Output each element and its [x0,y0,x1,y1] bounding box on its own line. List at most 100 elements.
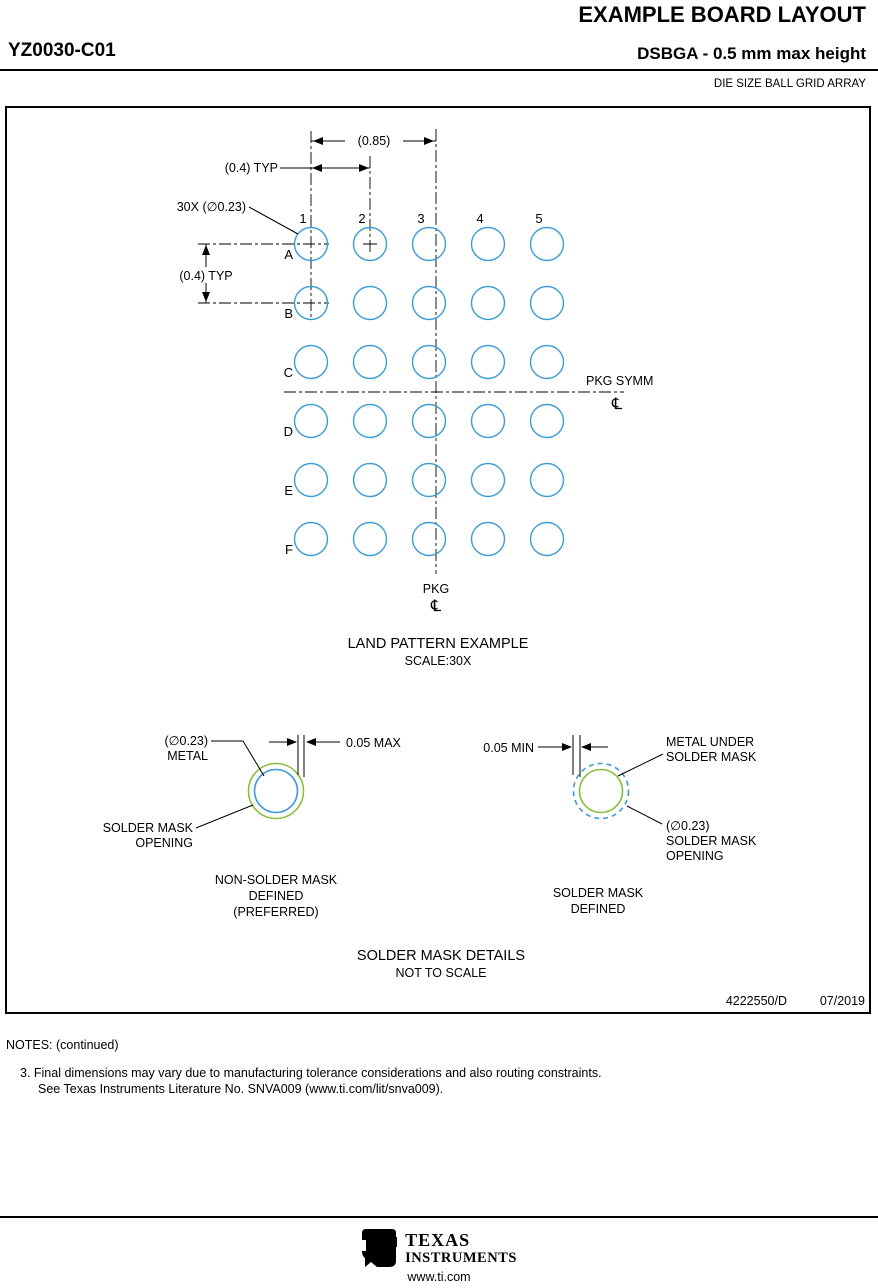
nsmd-opening-label-1: SOLDER MASK [103,821,194,835]
ball-pad-F1 [293,521,329,557]
pkg-symm-centerline-symbol: ℄ [611,396,623,413]
solder-mask-details-title: SOLDER MASK DETAILS [357,948,525,964]
land-pattern-scale: SCALE:30X [405,654,472,668]
nsmd-clearance-label: 0.05 MAX [346,736,402,750]
col-label-5: 5 [535,211,542,226]
centerlines [198,129,624,574]
ball-pad-D5 [529,403,565,439]
ball-pad-C5 [529,344,565,380]
pkg-label: PKG [423,582,449,596]
notes-heading: NOTES: (continued) [6,1038,119,1052]
ball-grid [293,226,565,557]
ball-pad-C1 [293,344,329,380]
ti-logo-icon: ti [362,1229,398,1267]
ti-website: www.ti.com [407,1270,471,1284]
ball-pad-C2 [352,344,388,380]
ball-pad-F2 [352,521,388,557]
smd-metal-circle [578,768,624,814]
col-label-4: 4 [476,211,483,226]
drawing-frame: 1 2 3 4 5 A B C D E F (0.85) [5,106,871,1014]
ball-pad-C4 [470,344,506,380]
ball-callout-leader [248,206,299,235]
ball-pad-D4 [470,403,506,439]
row-label-E: E [284,483,293,498]
page-title: EXAMPLE BOARD LAYOUT [578,2,866,27]
ball-pad-B4 [470,285,506,321]
row-label-A: A [284,247,293,262]
ball-pad-D3 [411,403,447,439]
nsmd-caption-3: (PREFERRED) [233,905,318,919]
ball-pad-A1 [293,226,329,262]
solder-mask-details-subtitle: NOT TO SCALE [395,966,486,980]
smd-clearance-label: 0.05 MIN [483,741,534,755]
ball-pad-B3 [411,285,447,321]
smd-metal-label-2: SOLDER MASK [666,750,757,764]
smd-opening-label-1: SOLDER MASK [666,834,757,848]
nsmd-metal-dia-label: (∅0.23) [164,734,208,748]
ball-pad-A2 [352,226,388,262]
dim-085-label: (0.85) [358,134,391,148]
note-3-line-2: See Texas Instruments Literature No. SNV… [38,1082,444,1096]
ball-callout-label: 30X (∅0.23) [177,200,246,214]
dim-04-top-mask [207,160,279,175]
ball-pad-C3 [411,344,447,380]
smd-caption-1: SOLDER MASK [553,886,644,900]
ball-pad-E1 [293,462,329,498]
row-label-C: C [284,365,293,380]
ball-pad-E4 [470,462,506,498]
ti-logo-glyph: ti [375,1245,383,1259]
ball-pad-F4 [470,521,506,557]
nsmd-caption-2: DEFINED [249,889,304,903]
smd-opening-label-2: OPENING [666,849,724,863]
dim-04-top: (0.4) TYP [207,160,370,175]
ti-wordmark: TEXAS INSTRUMENTS [405,1231,517,1266]
ball-pad-B5 [529,285,565,321]
revision-date: 07/2019 [820,994,865,1008]
ball-pad-F3 [411,521,447,557]
ball-pad-D2 [352,403,388,439]
ball-pad-A5 [529,226,565,262]
row-label-F: F [285,542,293,557]
dim-085: (0.85) [311,133,436,148]
smd-metal-leader [617,753,664,777]
ball-pad-F5 [529,521,565,557]
ti-wordmark-line1: TEXAS [405,1229,471,1250]
nsmd-metal-label: METAL [167,749,208,763]
header-rule [0,69,878,71]
col-label-2: 2 [358,211,365,226]
ball-callout: 30X (∅0.23) [177,200,299,235]
pkg-symm-label: PKG SYMM [586,374,653,388]
ball-pad-B1 [293,285,329,321]
part-number: YZ0030-C01 [8,40,116,61]
dim-04-left-label: (0.4) TYP [179,269,232,283]
smd-opening-dia-label: (∅0.23) [666,819,710,833]
nsmd-metal-leader [211,740,265,777]
nsmd-detail: 0.05 MAX (∅0.23) METAL SOLDER MASK OPENI… [103,734,402,919]
nsmd-solder-mask-opening-circle [247,762,305,820]
land-pattern-diagram: 1 2 3 4 5 A B C D E F (0.85) [173,129,653,668]
nsmd-caption-1: NON-SOLDER MASK [215,873,338,887]
ti-branding: ti TEXAS INSTRUMENTS [0,1228,878,1268]
smd-metal-label-1: METAL UNDER [666,735,754,749]
doc-number: 4222550/D [726,994,787,1008]
ball-pad-E5 [529,462,565,498]
nsmd-opening-label-2: OPENING [135,836,193,850]
nsmd-metal-circle [253,768,299,814]
dim-085-mask [345,133,403,148]
smd-caption-2: DEFINED [571,902,626,916]
dim-04-left-mask [173,267,239,283]
ball-pad-A4 [470,226,506,262]
note-3-line-1: 3. Final dimensions may vary due to manu… [20,1066,602,1080]
dim-04-top-label: (0.4) TYP [225,161,278,175]
ti-wordmark-line2: INSTRUMENTS [405,1249,517,1266]
ball-pad-E2 [352,462,388,498]
col-label-1: 1 [299,211,306,226]
board-layout-drawing: 1 2 3 4 5 A B C D E F (0.85) [103,129,865,1008]
ball-pad-A3 [411,226,447,262]
package-type: DIE SIZE BALL GRID ARRAY [713,78,866,90]
ball-pad-B2 [352,285,388,321]
nsmd-opening-leader [195,804,254,829]
row-label-D: D [284,424,293,439]
package-descriptor: DSBGA - 0.5 mm max height [637,44,866,63]
